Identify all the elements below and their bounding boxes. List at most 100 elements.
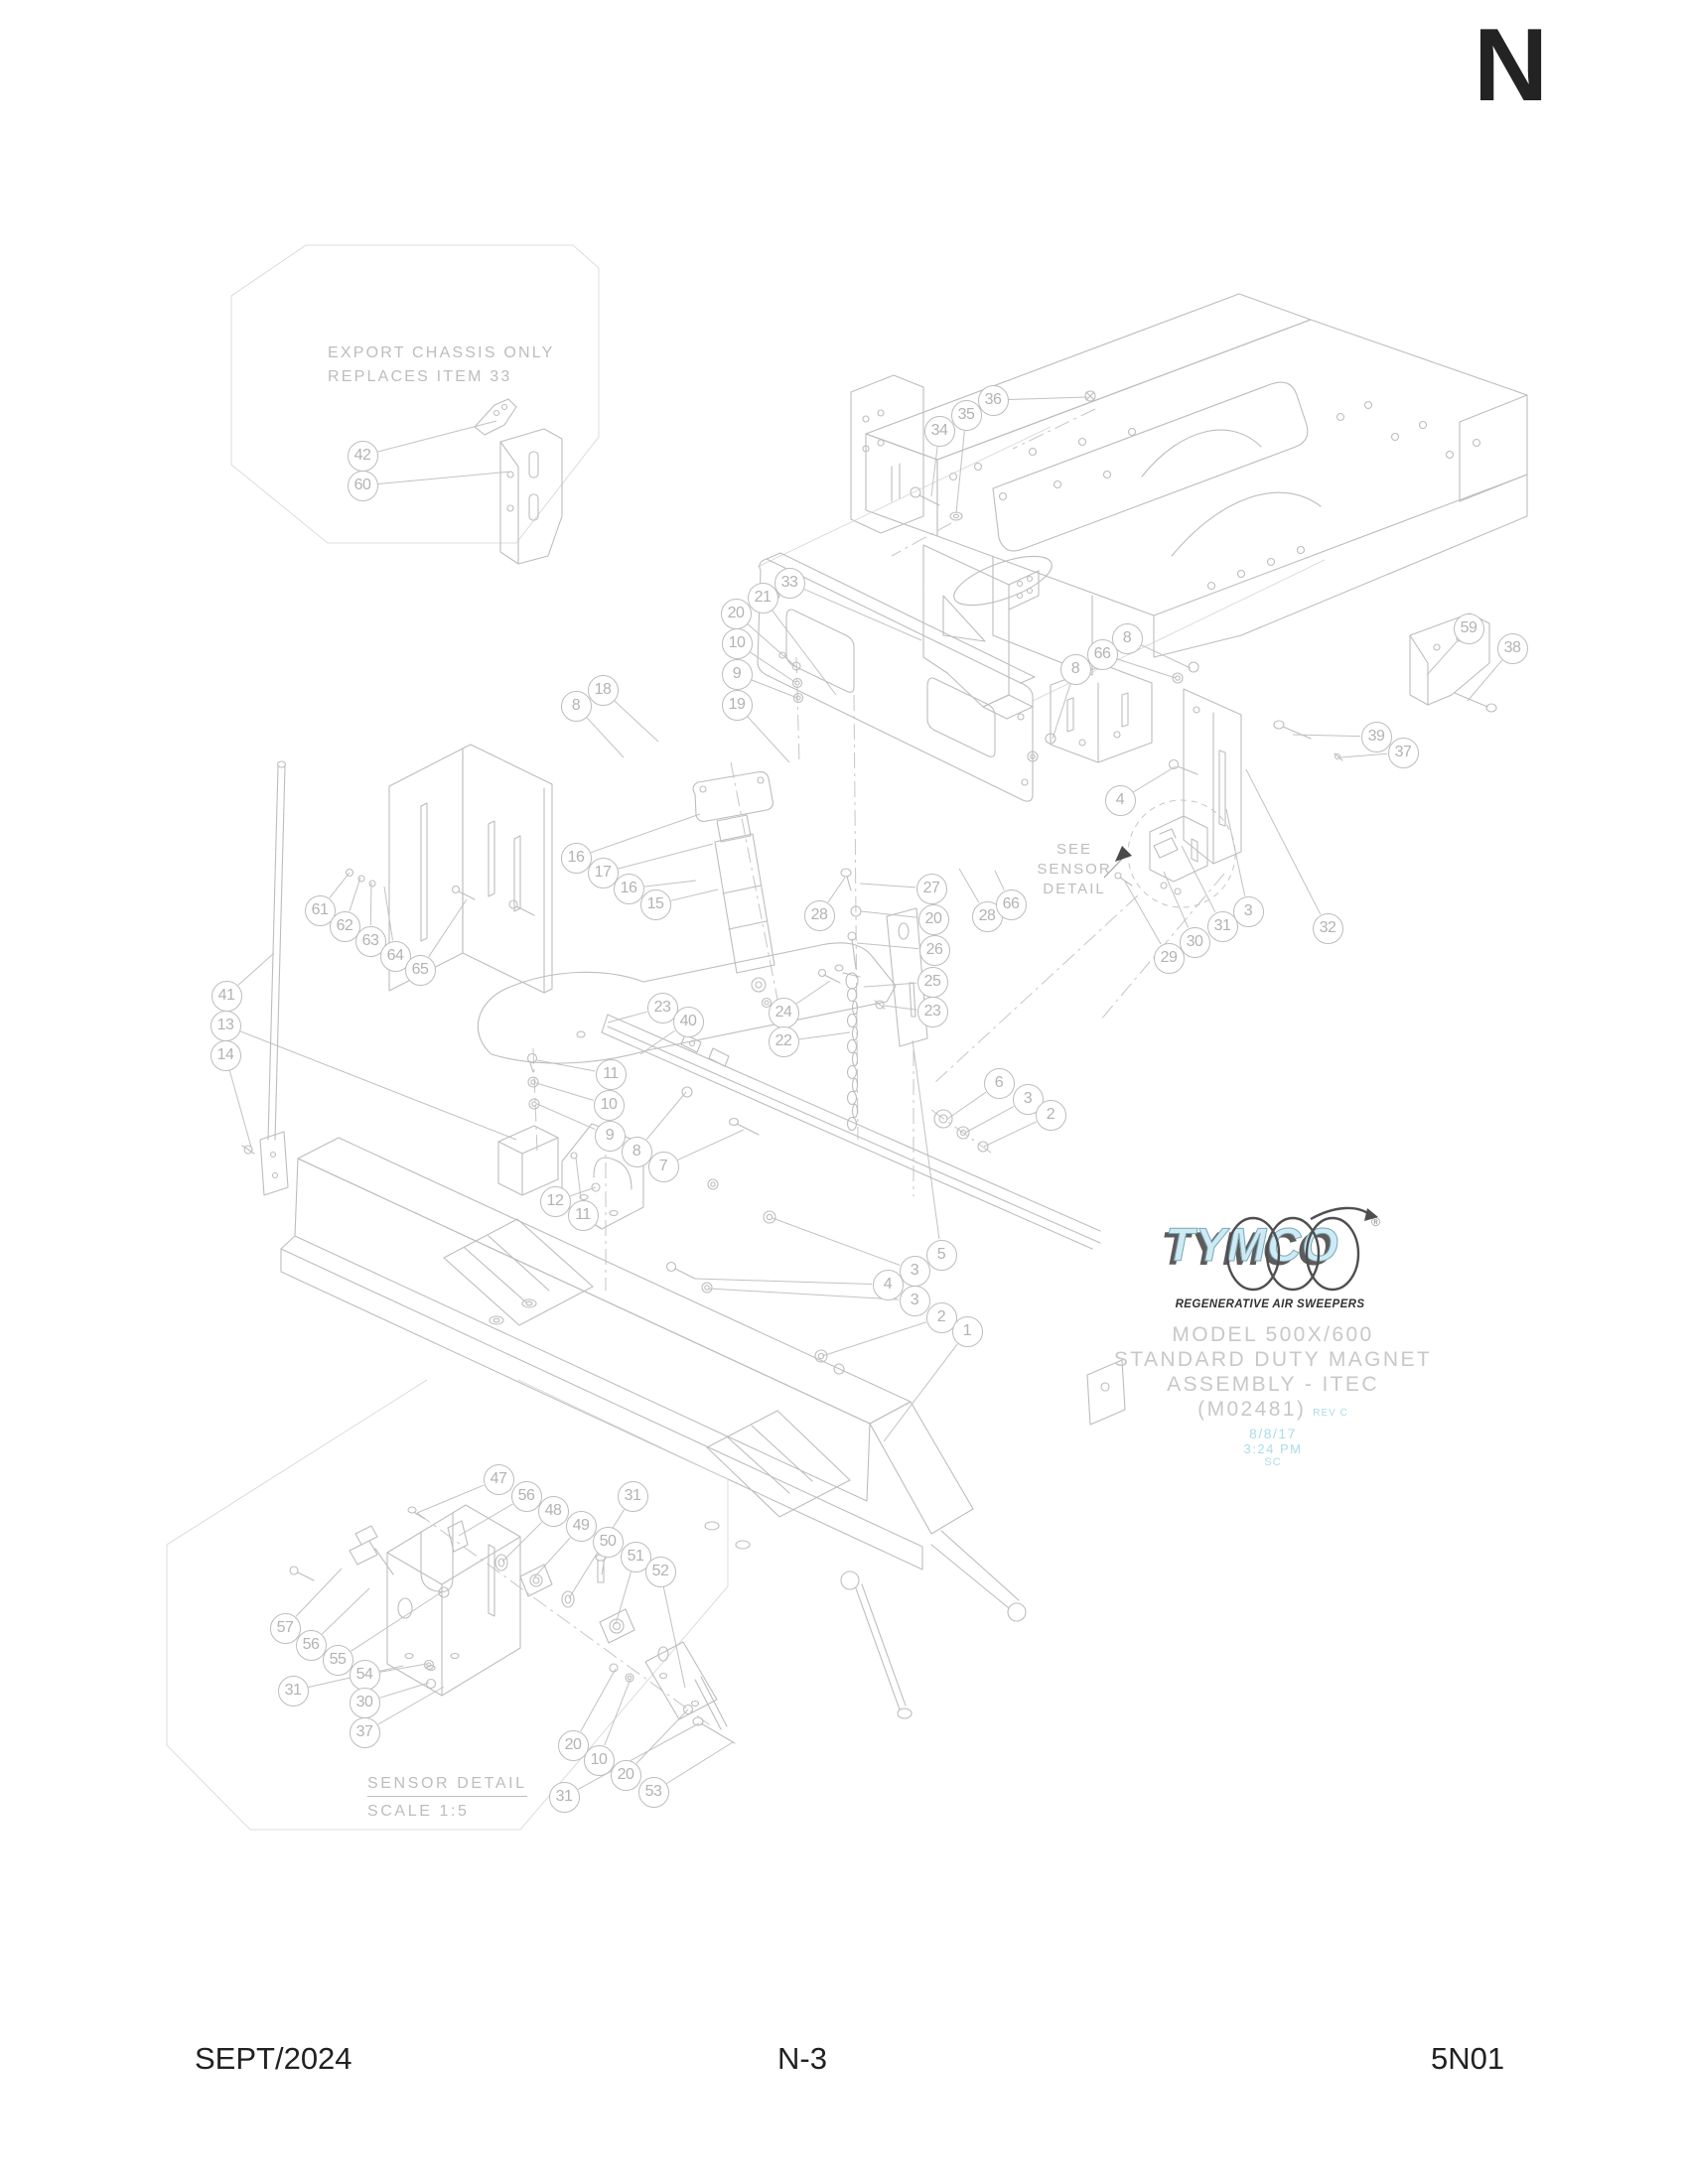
- side-plates: [345, 744, 553, 994]
- callout-32-39: 32: [1312, 912, 1343, 944]
- footer-drawing-code: 5N01: [1431, 2041, 1505, 2076]
- callout-17-18: 17: [587, 857, 619, 888]
- title-line2: STANDARD DUTY MAGNET: [1113, 1348, 1433, 1371]
- see-note-line2: SENSOR: [1037, 861, 1112, 878]
- drafter-initials: SC: [1264, 1456, 1282, 1468]
- callout-6-57: 6: [983, 1067, 1015, 1099]
- callout-9-52: 9: [594, 1120, 626, 1152]
- callout-30-36: 30: [1179, 926, 1210, 958]
- callout-59-5: 59: [1453, 613, 1484, 644]
- callout-31-84: 31: [548, 1781, 580, 1813]
- magnet-beam: [280, 1137, 1126, 1719]
- callout-37-8: 37: [1387, 737, 1419, 768]
- export-chassis-note: EXPORT CHASSIS ONLY REPLACES ITEM 33: [328, 341, 555, 389]
- callout-20-81: 20: [557, 1729, 589, 1761]
- callout-2-59: 2: [1035, 1099, 1066, 1131]
- title-block: MODEL 500X/600 STANDARD DUTY MAGNET ASSE…: [1104, 1322, 1442, 1469]
- callout-62-41: 62: [329, 910, 360, 942]
- callout-11-56: 11: [567, 1199, 599, 1231]
- callout-57-74: 57: [269, 1612, 301, 1644]
- callout-18-15: 18: [587, 674, 619, 706]
- see-sensor-arrow: [1103, 846, 1132, 879]
- callout-27-22: 27: [915, 873, 947, 904]
- callout-50-71: 50: [592, 1526, 624, 1558]
- callout-65-44: 65: [404, 954, 436, 986]
- callout-1-65: 1: [951, 1315, 983, 1347]
- callout-55-76: 55: [322, 1644, 353, 1676]
- callout-31-78: 31: [277, 1675, 309, 1706]
- callout-4-62: 4: [872, 1269, 904, 1300]
- callout-19-14: 19: [721, 689, 753, 721]
- callout-39-7: 39: [1360, 721, 1392, 752]
- drawing-time: 3:24 PM: [1243, 1441, 1303, 1456]
- callout-54-77: 54: [349, 1659, 380, 1691]
- callout-20-23: 20: [917, 903, 949, 935]
- callout-16-19: 16: [613, 873, 644, 904]
- sensor-detail-scale: SCALE 1:5: [367, 1803, 470, 1820]
- callout-56-67: 56: [510, 1480, 542, 1512]
- callout-3-63: 3: [899, 1285, 930, 1316]
- callout-14-47: 14: [210, 1039, 241, 1071]
- callout-51-72: 51: [620, 1541, 651, 1572]
- pulley-group: [930, 1109, 996, 1157]
- callout-64-43: 64: [379, 940, 411, 972]
- callout-2-64: 2: [925, 1301, 957, 1333]
- callout-10-51: 10: [593, 1089, 625, 1121]
- callout-23-48: 23: [646, 992, 678, 1024]
- drawing-date: 8/8/17: [1249, 1426, 1297, 1441]
- callout-16-17: 16: [560, 842, 592, 874]
- callout-22-28: 22: [768, 1025, 799, 1057]
- callout-48-68: 48: [537, 1495, 569, 1527]
- callout-4-34: 4: [1104, 784, 1136, 816]
- title-line4: (M02481)REV C: [1104, 1397, 1442, 1426]
- registered-mark: ®: [1371, 1215, 1380, 1229]
- callout-40-49: 40: [672, 1006, 704, 1037]
- hardware-stack-plate: [791, 656, 804, 765]
- callout-47-66: 47: [483, 1463, 514, 1495]
- sensor-detail-caption: SENSOR DETAIL SCALE 1:5: [367, 1775, 527, 1821]
- see-note-line3: DETAIL: [1043, 881, 1106, 897]
- lift-chain: [846, 987, 859, 1132]
- callout-56-75: 56: [295, 1629, 327, 1661]
- callout-3-61: 3: [899, 1255, 930, 1287]
- callout-24-27: 24: [768, 997, 799, 1028]
- tymco-wordmark: TYMCO: [1166, 1218, 1339, 1272]
- export-note-line1: EXPORT CHASSIS ONLY: [328, 344, 555, 361]
- callout-52-73: 52: [644, 1556, 676, 1587]
- export-note-line2: REPLACES ITEM 33: [328, 368, 512, 385]
- callout-15-20: 15: [639, 888, 671, 920]
- callout-41-45: 41: [211, 980, 242, 1012]
- footer-date: SEPT/2024: [195, 2041, 352, 2076]
- export-note-border: [230, 244, 600, 544]
- callout-53-85: 53: [637, 1776, 669, 1808]
- section-letter: N: [1474, 8, 1549, 123]
- chassis-frame: [850, 293, 1528, 676]
- callout-11-50: 11: [595, 1058, 627, 1090]
- callout-37-80: 37: [349, 1716, 380, 1748]
- callout-60-1: 60: [347, 470, 378, 501]
- guide-rod: [241, 760, 289, 1196]
- revision-label: REV C: [1313, 1408, 1348, 1419]
- callout-42-0: 42: [347, 440, 378, 472]
- callout-leader-lines: [228, 396, 1502, 1790]
- bracket-59: [1409, 613, 1497, 713]
- callout-26-24: 26: [918, 934, 950, 966]
- callout-29-35: 29: [1153, 942, 1185, 974]
- callout-66-30: 66: [995, 888, 1027, 920]
- callout-66-32: 66: [1086, 638, 1118, 670]
- callout-5-60: 5: [925, 1239, 957, 1271]
- sensor-detail-title: SENSOR DETAIL: [367, 1775, 527, 1797]
- callout-49-69: 49: [565, 1510, 597, 1542]
- title-line1: MODEL 500X/600: [1172, 1323, 1374, 1346]
- callout-8-31: 8: [1111, 622, 1143, 654]
- callout-8-33: 8: [1059, 653, 1091, 685]
- callout-31-37: 31: [1206, 910, 1238, 942]
- see-sensor-detail-note: SEE SENSOR DETAIL: [1029, 840, 1120, 899]
- callout-10-82: 10: [583, 1744, 615, 1776]
- callout-20-11: 20: [720, 598, 752, 629]
- sensor-detail-border: [166, 1379, 729, 1831]
- export-bracket-parts: [474, 398, 563, 565]
- callout-38-6: 38: [1496, 632, 1528, 664]
